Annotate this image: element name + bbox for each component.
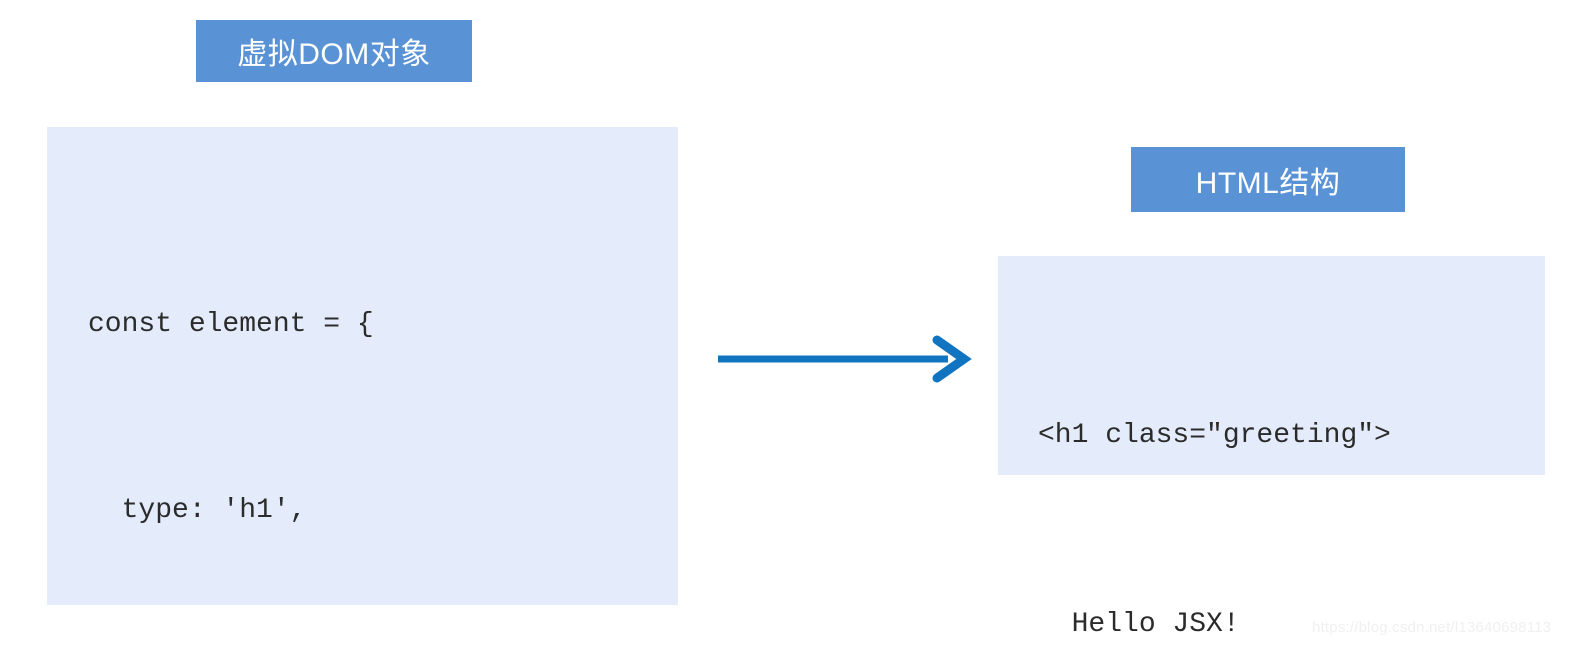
- caption-virtual-dom: 虚拟DOM对象: [196, 20, 472, 82]
- code-panel-html-structure: [998, 256, 1545, 475]
- code-virtual-dom: const element = { type: 'h1', props: { c…: [88, 170, 525, 651]
- caption-html-structure-label: HTML结构: [1195, 166, 1341, 200]
- arrow-right-icon: [718, 335, 972, 383]
- code-line: <h1 class="greeting">: [1038, 420, 1391, 451]
- code-panel-virtual-dom: [47, 127, 678, 605]
- watermark: https://blog.csdn.net/l13640698113: [1312, 619, 1552, 636]
- caption-virtual-dom-label: 虚拟DOM对象: [237, 38, 431, 71]
- code-line: type: 'h1',: [88, 495, 307, 526]
- caption-html-structure: HTML结构: [1131, 147, 1405, 212]
- code-line: Hello JSX!: [1038, 609, 1240, 640]
- code-html-structure: <h1 class="greeting"> Hello JSX! </h1>: [1038, 278, 1391, 651]
- code-line: const element = {: [88, 309, 374, 340]
